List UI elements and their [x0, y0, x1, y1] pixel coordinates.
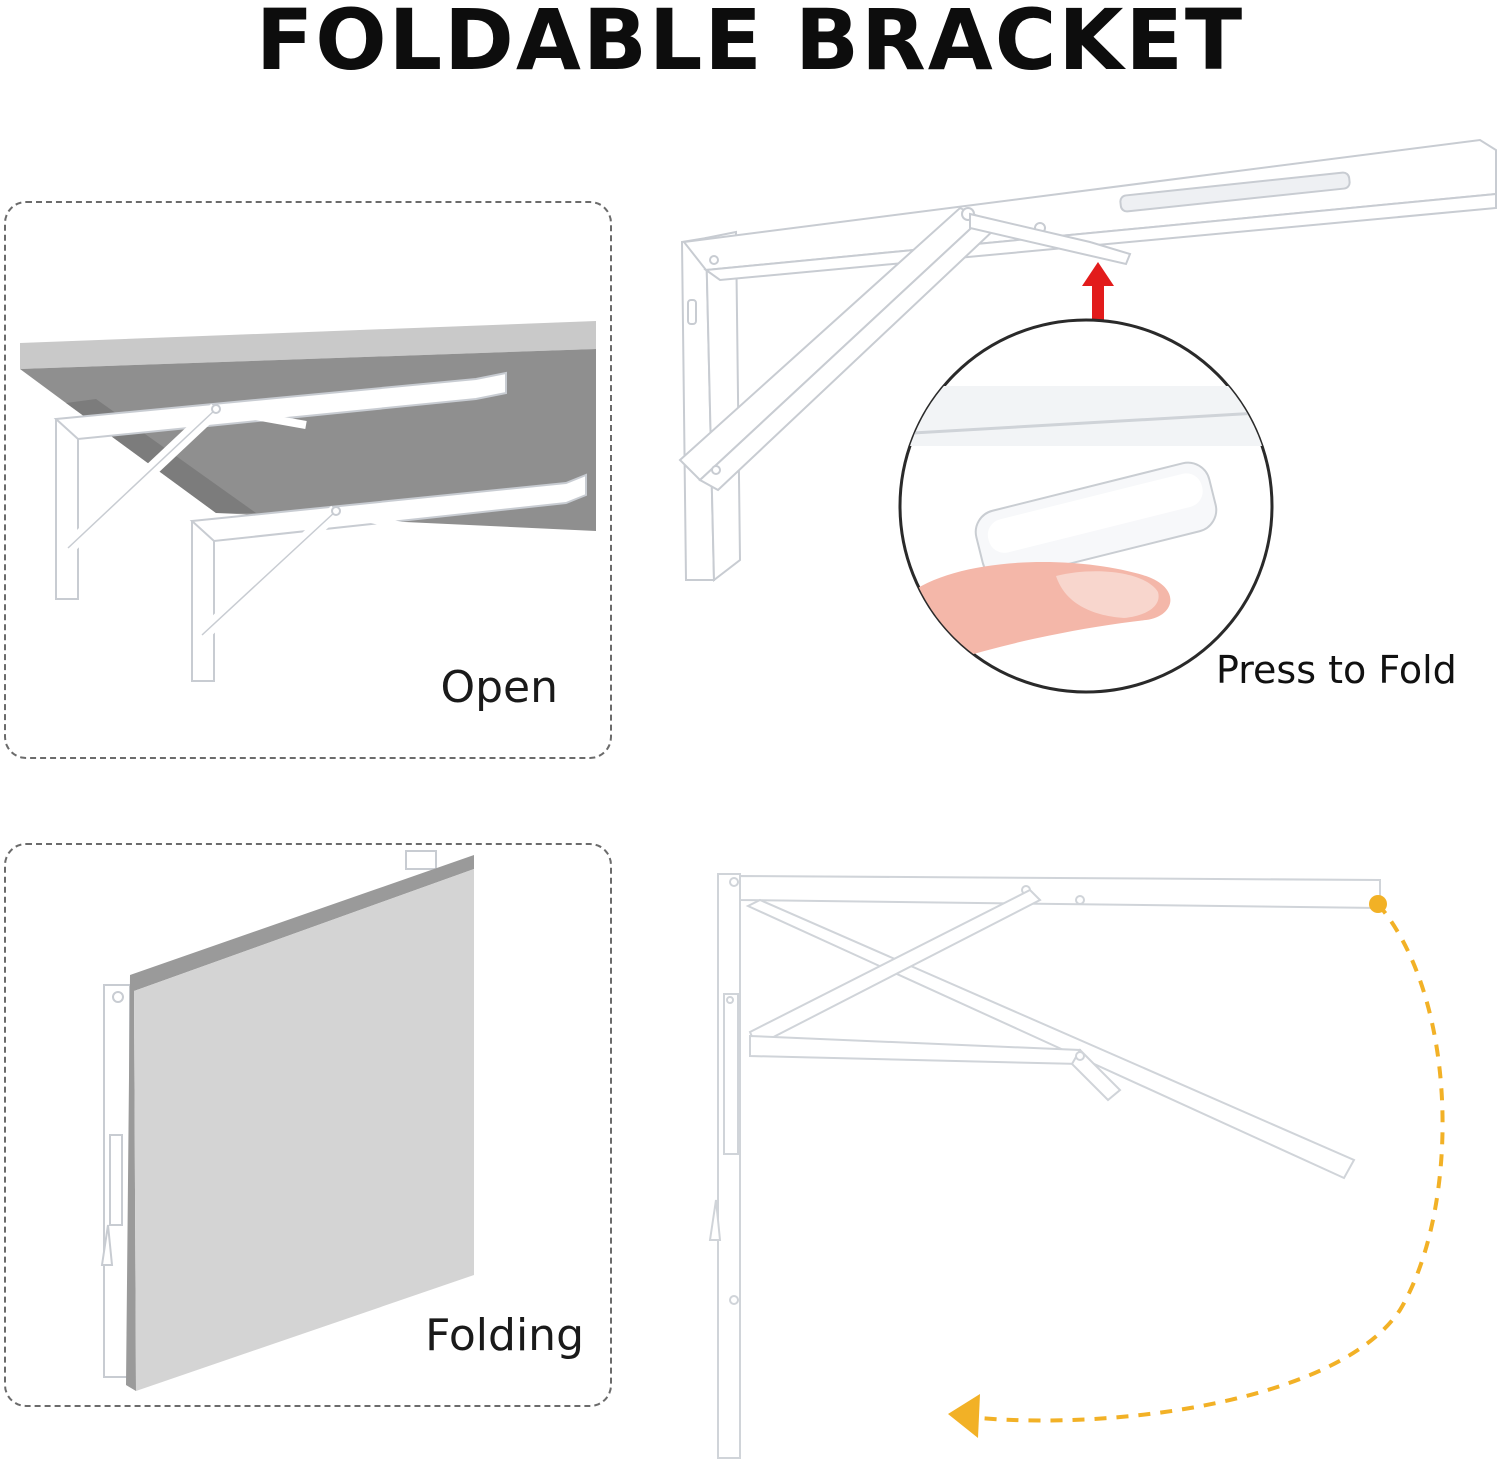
- wall-arm: [717, 873, 741, 1459]
- open-shelf-illustration: [20, 321, 596, 682]
- red-arrow-icon: [1082, 262, 1114, 320]
- release-lever: [969, 212, 1132, 266]
- front-bracket: [189, 473, 587, 682]
- page-title: FOLDABLE BRACKET: [255, 0, 1245, 89]
- fold-motion-arc: [948, 895, 1445, 1438]
- large-bracket-illustration: [678, 138, 1497, 582]
- release-button-closeup: [974, 461, 1218, 581]
- press-to-fold-label: Press to Fold: [1216, 648, 1457, 692]
- arc-arrow-icon: [948, 1394, 980, 1438]
- open-label: Open: [440, 662, 558, 713]
- board-face: [134, 869, 474, 1391]
- arc-start-dot: [1369, 895, 1387, 913]
- finger-icon: [906, 562, 1171, 676]
- shelf-top-surface: [20, 321, 596, 369]
- folded-bracket: [100, 984, 131, 1378]
- open-panel: Open: [4, 201, 612, 759]
- magnifier-callout: [898, 318, 1274, 694]
- folding-label: Folding: [425, 1310, 584, 1361]
- folding-panel: Folding: [4, 843, 612, 1407]
- bracket-horizontal-arm: [682, 138, 1497, 272]
- folding-bracket-illustration: [708, 873, 1381, 1459]
- folded-shelf-illustration: [100, 850, 474, 1391]
- rear-bracket: [53, 371, 507, 600]
